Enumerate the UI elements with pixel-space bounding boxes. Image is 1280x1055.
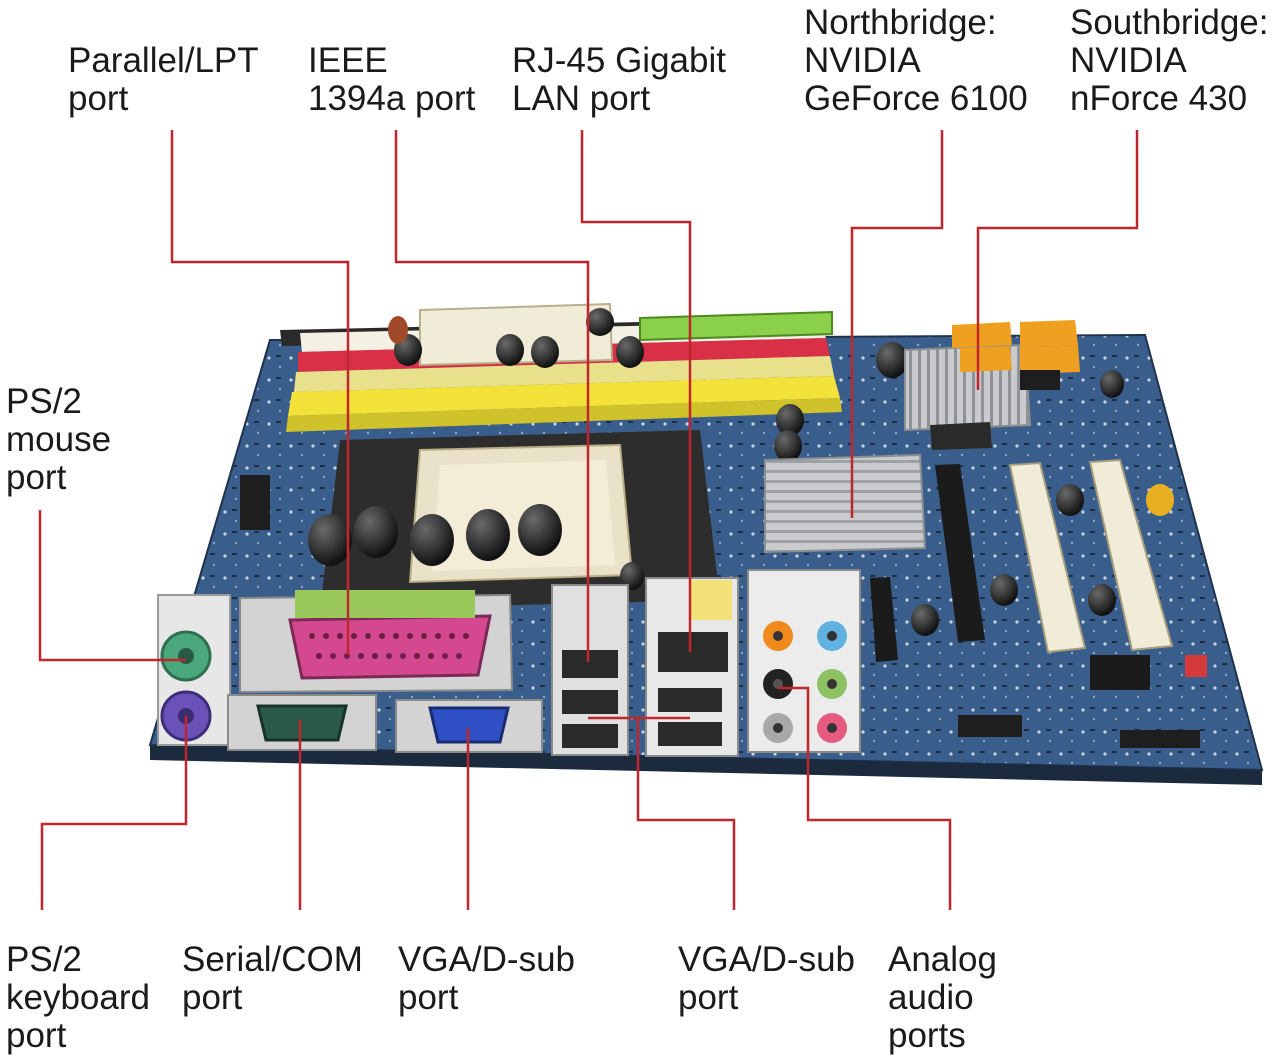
label-vga-port-2: VGA/D-sub port <box>678 940 855 1017</box>
label-ps2-mouse-port: PS/2 mouse port <box>6 382 112 497</box>
label-northbridge: Northbridge: NVIDIA GeForce 6100 <box>804 3 1028 118</box>
rj45-connector <box>658 632 728 672</box>
usb-port-2 <box>562 724 618 748</box>
serial-connector <box>256 704 348 742</box>
usb-port-1 <box>562 690 618 714</box>
pci-slot-2 <box>1088 458 1174 652</box>
usb-port-3 <box>658 688 722 712</box>
ieee1394-connector <box>562 650 618 678</box>
pci-slot-1 <box>1008 461 1087 654</box>
label-southbridge: Southbridge: NVIDIA nForce 430 <box>1070 3 1269 118</box>
usb-port-4 <box>658 722 722 746</box>
label-analog-audio-ports: Analog audio ports <box>888 940 997 1055</box>
label-vga-port-1: VGA/D-sub port <box>398 940 575 1017</box>
green-slot <box>639 310 833 342</box>
label-ps2-keyboard-port: PS/2 keyboard port <box>6 940 150 1055</box>
label-rj45-port: RJ-45 Gigabit LAN port <box>512 41 726 118</box>
label-ieee1394-port: IEEE 1394a port <box>308 41 476 118</box>
label-serial-port: Serial/COM port <box>182 940 363 1017</box>
vga-connector <box>428 706 510 744</box>
pcie-x1-slot <box>870 577 898 662</box>
pcie-x16-slot <box>935 464 985 642</box>
label-parallel-port: Parallel/LPT port <box>68 41 259 118</box>
northbridge-heatsink <box>764 453 927 554</box>
parallel-connector <box>288 614 492 680</box>
